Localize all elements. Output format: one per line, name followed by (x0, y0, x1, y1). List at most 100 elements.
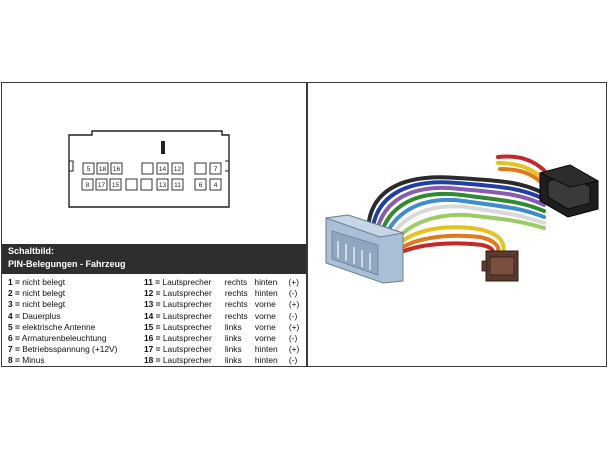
pin-part: Lautsprecher (162, 355, 212, 366)
connector-pin-box (81, 178, 94, 191)
connector-pin-label: 4 (214, 182, 218, 189)
connector-pin-label: 15 (112, 182, 120, 189)
pin-polarity: (-) (288, 310, 298, 321)
schematic-title: Schaltbild: (8, 246, 55, 256)
connector-pin-label: 12 (174, 166, 182, 173)
connector-pin-box (194, 178, 207, 191)
pin-entry: 3 = nicht belegt (8, 299, 117, 310)
pin-side: links (224, 355, 242, 366)
pin-entry: 18 = Lautsprecher links hinten (-) (144, 355, 299, 366)
pin-description: Armaturenbeleuchtung (19, 332, 107, 343)
adapter-photo-panel (308, 83, 606, 366)
pin-position: vorne (254, 332, 276, 343)
pin-polarity: (+) (288, 299, 300, 310)
connector-pin-label: 8 (86, 182, 90, 189)
pin-entry: 1 = nicht belegt (8, 277, 117, 288)
pin-number: 3 = (8, 299, 20, 310)
connector-pin-box (109, 178, 122, 191)
vehicle-connector (325, 214, 404, 284)
pin-description: Minus (19, 355, 45, 366)
pin-position: vorne (254, 321, 276, 332)
panel-divider (306, 83, 308, 366)
connector-pin-box (96, 162, 109, 175)
pin-number: 17 = (144, 344, 163, 355)
connector-key (161, 141, 165, 154)
connector-pin-box (156, 178, 169, 191)
adapter-cable-image (325, 154, 600, 284)
connector-pin-box (171, 178, 184, 191)
pin-number: 18 = (144, 355, 163, 366)
pin-number: 11 = (144, 277, 163, 287)
pin-polarity: (+) (288, 277, 299, 287)
schematic-header: Schaltbild: PIN-Belegungen - Fahrzeug (2, 244, 306, 274)
pin-entry: 5 = elektrische Antenne (8, 322, 117, 333)
pin-entry: 17 = Lautsprecher links hinten (+) (144, 344, 299, 355)
pin-position: hinten (254, 355, 278, 366)
pin-number: 7 = (8, 344, 20, 355)
pin-number: 15 = (144, 321, 163, 332)
pin-number: 4 = (8, 310, 20, 321)
connector-pin-box (95, 178, 108, 191)
connector-pin-label: 6 (199, 182, 203, 189)
pin-description: Betriebsspannung (+12V) (19, 344, 118, 355)
pin-number: 6 = (8, 332, 20, 343)
pin-number: 2 = (8, 288, 20, 299)
connector-pin-label: 13 (159, 182, 167, 189)
pin-entry: 4 = Dauerplus (8, 311, 117, 322)
connector-pin-box (141, 162, 154, 175)
pin-side: links (224, 344, 242, 355)
pin-entry: 7 = Betriebsspannung (+12V) (8, 344, 117, 355)
pin-side: rechts (224, 288, 248, 299)
pin-part: Lautsprecher (162, 344, 212, 355)
connector-pin-label: 7 (214, 166, 218, 173)
pin-description: nicht belegt (19, 299, 66, 310)
connector-pin-box (209, 178, 222, 191)
pin-number: 16 = (144, 332, 163, 343)
connector-pin-box (125, 178, 138, 191)
schematic-subtitle: PIN-Belegungen - Fahrzeug (8, 259, 126, 269)
pin-side: links (224, 332, 242, 343)
pin-side: links (224, 321, 242, 332)
connector-pin-label: 17 (98, 182, 106, 189)
pin-entry: 6 = Armaturenbeleuchtung (8, 333, 117, 344)
pin-number: 1 = (8, 277, 20, 287)
pin-polarity: (-) (288, 355, 298, 366)
connector-pin-box (194, 162, 207, 175)
connector-pin-box (156, 162, 169, 175)
pin-entry: 8 = Minus (8, 355, 117, 366)
pin-number: 8 = (8, 355, 20, 366)
pin-description: nicht belegt (19, 288, 66, 299)
pin-list-right: 11 = Lautsprecher rechts hinten (+) 12 = Lau… (144, 277, 299, 367)
pin-number: 12 = (144, 288, 163, 299)
pin-polarity: (-) (288, 288, 298, 299)
pin-polarity: (+) (288, 344, 300, 355)
connector-pin-box (140, 178, 153, 191)
pin-side: rechts (224, 277, 248, 287)
pin-part: Lautsprecher (162, 321, 212, 332)
connector-pin-label: 18 (99, 166, 107, 173)
connector-pin-label: 11 (174, 182, 181, 189)
pin-position: hinten (254, 344, 278, 355)
pin-part: Lautsprecher (162, 277, 212, 287)
iso-power-connector (538, 164, 600, 218)
pin-part: Lautsprecher (162, 310, 212, 321)
pin-number: 14 = (144, 310, 163, 321)
pin-part: Lautsprecher (162, 332, 212, 343)
wire-bundle (366, 154, 552, 257)
pin-position: vorne (254, 310, 276, 321)
connector-pin-box (110, 162, 123, 175)
pin-polarity: (-) (288, 332, 298, 343)
pin-entry: 2 = nicht belegt (8, 288, 117, 299)
connector-pin-box (171, 162, 184, 175)
pin-position: hinten (254, 288, 278, 299)
pin-description: nicht belegt (19, 277, 66, 287)
pin-part: Lautsprecher (162, 299, 212, 310)
